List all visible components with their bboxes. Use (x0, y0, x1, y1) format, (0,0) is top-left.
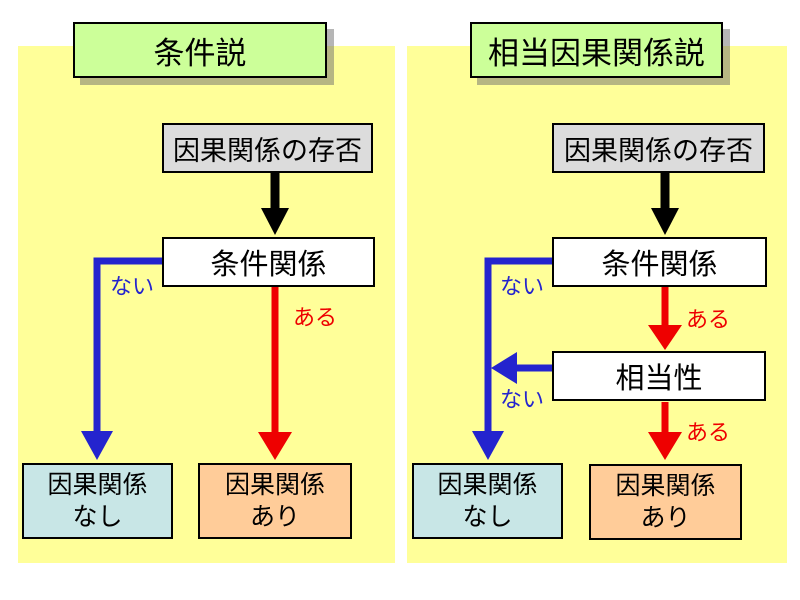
left-title-text: 条件説 (153, 35, 247, 72)
right-decision1-box: 条件関係 (552, 237, 767, 287)
right-question-box: 因果関係の存否 (552, 123, 765, 173)
right-result-yes-line2: あり (640, 503, 691, 532)
left-result-yes-line1: 因果関係 (224, 470, 325, 499)
left-decision-box: 条件関係 (162, 237, 375, 287)
left-decision-text: 条件関係 (210, 247, 327, 281)
left-yes-edge-label: ある (293, 300, 337, 332)
right-no1-edge-text: ない (500, 275, 545, 300)
left-question-text: 因果関係の存否 (173, 135, 362, 167)
right-result-no-line2: なし (462, 502, 513, 531)
right-yes1-edge-label: ある (686, 302, 730, 334)
right-decision2-text: 相当性 (615, 361, 703, 395)
left-result-yes-line2: あり (249, 502, 300, 531)
right-yes2-edge-label: ある (686, 415, 730, 447)
right-title-box: 相当因果関係説 (470, 22, 723, 78)
left-question-box: 因果関係の存否 (162, 123, 373, 173)
left-yes-edge-text: ある (293, 306, 338, 331)
right-yes1-edge-text: ある (686, 308, 731, 333)
right-no2-edge-label: ない (500, 382, 544, 414)
right-no1-edge-label: ない (500, 269, 544, 301)
left-result-yes-box: 因果関係 あり (198, 463, 352, 539)
left-no-edge-label: ない (110, 269, 154, 301)
left-result-no-line2: なし (72, 502, 123, 531)
left-result-no-box: 因果関係 なし (22, 463, 173, 539)
right-result-yes-line1: 因果関係 (615, 471, 716, 500)
left-title-box: 条件説 (73, 22, 327, 78)
right-decision1-text: 条件関係 (601, 247, 718, 281)
right-title-text: 相当因果関係説 (488, 35, 705, 72)
left-result-no-line1: 因果関係 (47, 470, 148, 499)
right-no2-edge-text: ない (500, 388, 545, 413)
left-no-edge-text: ない (110, 275, 155, 300)
right-result-no-line1: 因果関係 (437, 470, 538, 499)
right-result-yes-box: 因果関係 あり (589, 464, 742, 540)
right-question-text: 因果関係の存否 (564, 135, 753, 167)
right-result-no-box: 因果関係 なし (412, 463, 563, 539)
right-yes2-edge-text: ある (686, 421, 731, 446)
right-decision2-box: 相当性 (552, 351, 766, 401)
